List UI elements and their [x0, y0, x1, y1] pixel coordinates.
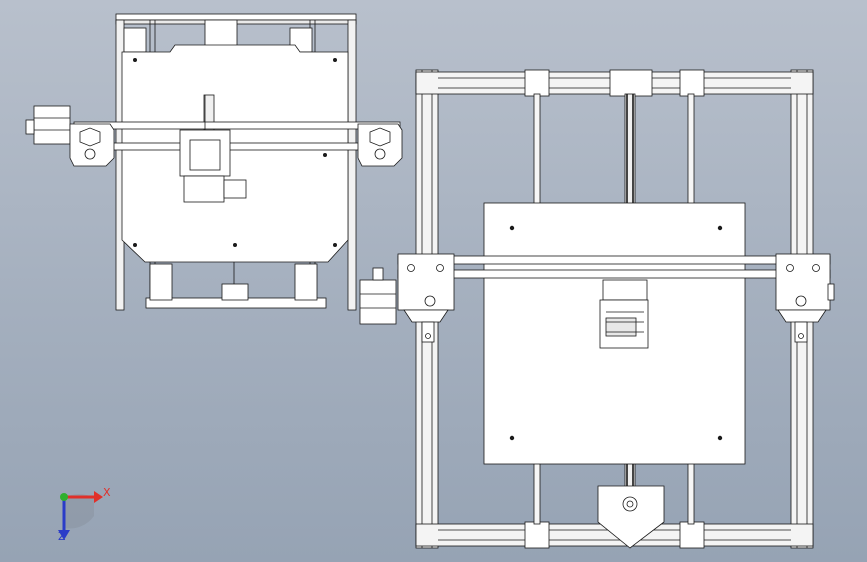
- front-top-frame: [115, 13, 357, 21]
- top-right-tensioner: [777, 309, 827, 323]
- front-bottom-center-block: [221, 283, 249, 301]
- top-x-gantry-rail: [397, 255, 831, 265]
- front-right-end-hex: [369, 127, 391, 147]
- front-bed-screw: [332, 58, 337, 63]
- top-x-motor: [359, 279, 397, 325]
- front-x-motor: [33, 105, 71, 145]
- front-extruder-motor: [223, 179, 247, 199]
- front-bottom-left-foot: [149, 263, 173, 301]
- bottom-rail-bracket: [679, 521, 705, 549]
- front-bottom-right-foot: [294, 263, 318, 301]
- top-x-gantry-rail2: [397, 269, 831, 279]
- top-rail-bracket: [524, 69, 550, 97]
- top-rail-bracket: [679, 69, 705, 97]
- front-x-gantry-top: [73, 121, 401, 130]
- x-axis-label: X: [103, 486, 111, 499]
- front-left-end-hex: [79, 127, 101, 147]
- printer-front-view[interactable]: [25, 13, 403, 311]
- z-axis-label: Z: [58, 530, 66, 543]
- top-print-head: [602, 279, 648, 301]
- x-axis-arrow: [94, 491, 103, 503]
- front-bed-screw: [132, 242, 137, 247]
- front-right-idler: [374, 148, 386, 160]
- top-rail-bracket: [609, 69, 653, 97]
- front-bed-plate: [121, 44, 349, 263]
- y-axis-dot: [60, 493, 68, 501]
- bottom-rail-bracket: [524, 521, 550, 549]
- front-hotend-fan: [189, 139, 221, 171]
- front-bed-screw: [232, 242, 237, 247]
- coordinate-triad: X Z: [58, 486, 111, 543]
- front-bed-screw: [322, 152, 327, 157]
- top-y-idler-bracket: [597, 485, 665, 549]
- front-bed-screw: [332, 242, 337, 247]
- front-left-idler: [84, 148, 96, 160]
- z-axis-arrow: [58, 530, 70, 540]
- front-extruder: [183, 175, 225, 203]
- front-x-gantry-bottom: [73, 142, 401, 151]
- front-right-upright: [347, 19, 357, 311]
- top-left-tensioner: [403, 309, 449, 323]
- front-top-left-clamp: [123, 27, 147, 53]
- front-bed-screw: [132, 58, 137, 63]
- front-x-motor-shaft: [25, 119, 35, 135]
- printer-top-view[interactable]: [359, 69, 835, 549]
